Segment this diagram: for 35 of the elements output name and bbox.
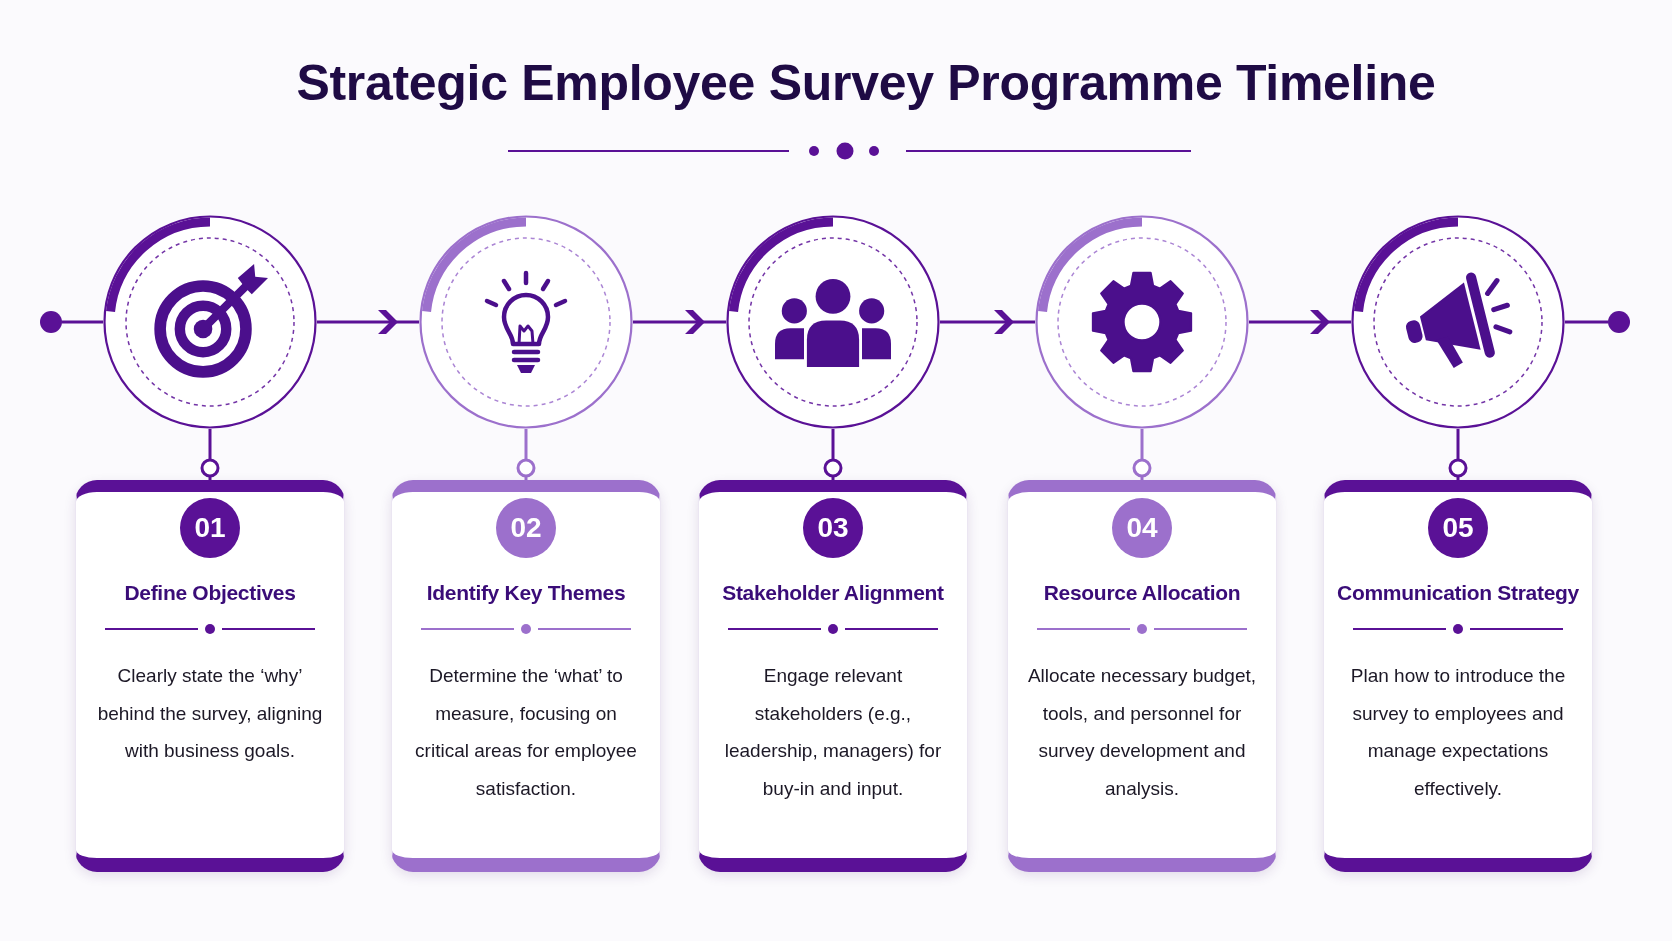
- step-title: Communication Strategy: [1337, 580, 1579, 606]
- step-circle: [726, 215, 940, 429]
- step-number: 01: [180, 498, 240, 558]
- step-card: [1323, 480, 1593, 872]
- step-card: [698, 480, 968, 872]
- title: Strategic Employee Survey Programme Timeline: [296, 54, 1436, 113]
- step-description: Clearly state the ‘why’ behind the survey, aligning with business goals.: [96, 664, 324, 763]
- step-number: 04: [1112, 498, 1172, 558]
- connector-line: [200, 429, 220, 480]
- step-title: Resource Allocation: [1043, 580, 1241, 606]
- step-number: 02: [496, 498, 556, 558]
- connector-line: [516, 429, 536, 480]
- step-number: 05: [1428, 498, 1488, 558]
- step-circle: [1035, 215, 1249, 429]
- connector-line: [1565, 320, 1608, 324]
- step-description: Determine the ‘what’ to measure, focusing on critical areas for employee satisfaction.: [414, 664, 638, 801]
- step-card: [1007, 480, 1277, 872]
- timeline-dot: [1608, 311, 1630, 333]
- connector-line: [823, 429, 843, 480]
- connector-line: [62, 320, 103, 324]
- step-title: Define Objectives: [124, 580, 296, 606]
- step-circle: [103, 215, 317, 429]
- step-card: [75, 480, 345, 872]
- connector-line: [1448, 429, 1468, 480]
- step-circle: [419, 215, 633, 429]
- step-circle: [1351, 215, 1565, 429]
- step-description: Allocate necessary budget, tools, and personnel for survey development and analysis.: [1026, 664, 1258, 801]
- step-title: Stakeholder Alignment: [722, 580, 944, 606]
- step-card: [391, 480, 661, 872]
- connector-line: [1132, 429, 1152, 480]
- timeline-dot: [40, 311, 62, 333]
- step-number: 03: [803, 498, 863, 558]
- step-description: Engage relevant stakeholders (e.g., leadership, managers) for buy-in and input.: [723, 664, 943, 801]
- step-description: Plan how to introduce the survey to employees and manage expectations effectively.: [1349, 664, 1567, 801]
- step-title: Identify Key Themes: [426, 580, 626, 606]
